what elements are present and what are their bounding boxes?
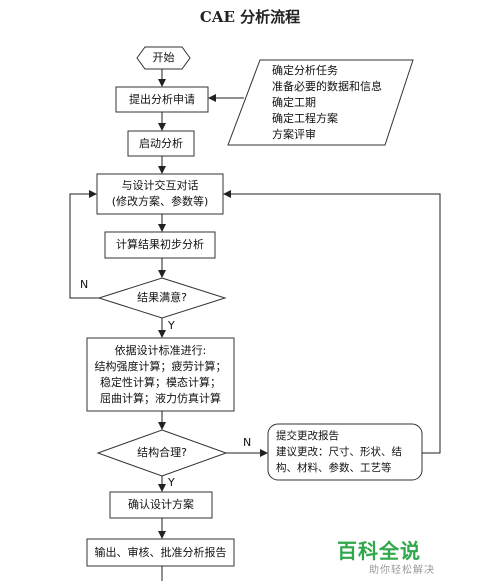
calc-line: 稳定性计算；模态计算； [100,375,221,389]
report-change-label: 提交更改报告 建议更改：尺寸、形状、结 构、材料、参数、工艺等 [270,424,420,480]
report-change-line: 构、材料、参数、工艺等 [276,462,392,474]
satisfied-yes-label: Y [168,319,175,332]
dialogue-label: 与设计交互对话 (修改方案、参数等) [97,174,223,214]
satisfied-no-label: N [80,278,89,291]
start-label: 开始 [152,51,175,64]
input-items-parallelogram [227,59,414,146]
output-report-label: 输出、审核、批准分析报告 [94,545,227,559]
start-analysis-box [127,130,195,157]
calc-label: 依据设计标准进行: 结构强度计算；疲劳计算； 稳定性计算；模态计算； 屈曲计算；… [87,338,234,411]
diagram-title: CAE 分析流程 [199,8,301,26]
start-analysis-label: 启动分析 [139,136,183,150]
dialogue-line: 与设计交互对话 [121,179,199,192]
input-item: 准备必要的数据和信息 [272,79,382,93]
calc-line: 结构强度计算；疲劳计算； [94,359,227,373]
output-report-box [86,538,235,567]
reasonable-decision-label: 结构合理? [137,446,187,459]
report-change-box [267,423,423,481]
input-item: 确定工程方案 [272,111,338,125]
reasonable-no-label: N [243,436,252,449]
watermark-tagline: 助你轻松解决 [369,565,435,576]
input-items-list: 确定分析任务 准备必要的数据和信息 确定工期 确定工程方案 方案评审 [266,60,406,145]
prelim-analysis-box [104,231,216,259]
prelim-analysis-label: 计算结果初步分析 [116,238,204,251]
reasonable-yes-label: Y [168,476,175,489]
submit-request-label: 提出分析申请 [129,92,195,106]
satisfied-no-loop-arrow [69,190,99,299]
submit-request-box [115,86,209,113]
report-change-loop-arrow [223,190,441,454]
dialogue-box [96,173,224,215]
report-change-line: 提交更改报告 [276,430,339,442]
calc-line: 依据设计标准进行: [114,343,207,357]
start-terminal-shape [136,46,191,70]
calc-box [86,337,235,412]
confirm-design-label: 确认设计方案 [128,498,194,511]
confirm-design-box [109,491,213,519]
report-change-line: 建议更改：尺寸、形状、结 [276,446,402,458]
input-item: 方案评审 [272,127,316,141]
watermark-brand: 百科全说 [337,539,421,563]
input-item: 确定工期 [272,95,316,109]
input-item: 确定分析任务 [272,63,338,77]
calc-line: 屈曲计算；液力仿真计算 [100,391,221,405]
dialogue-line: (修改方案、参数等) [111,195,209,208]
satisfied-decision-label: 结果满意? [137,291,187,304]
